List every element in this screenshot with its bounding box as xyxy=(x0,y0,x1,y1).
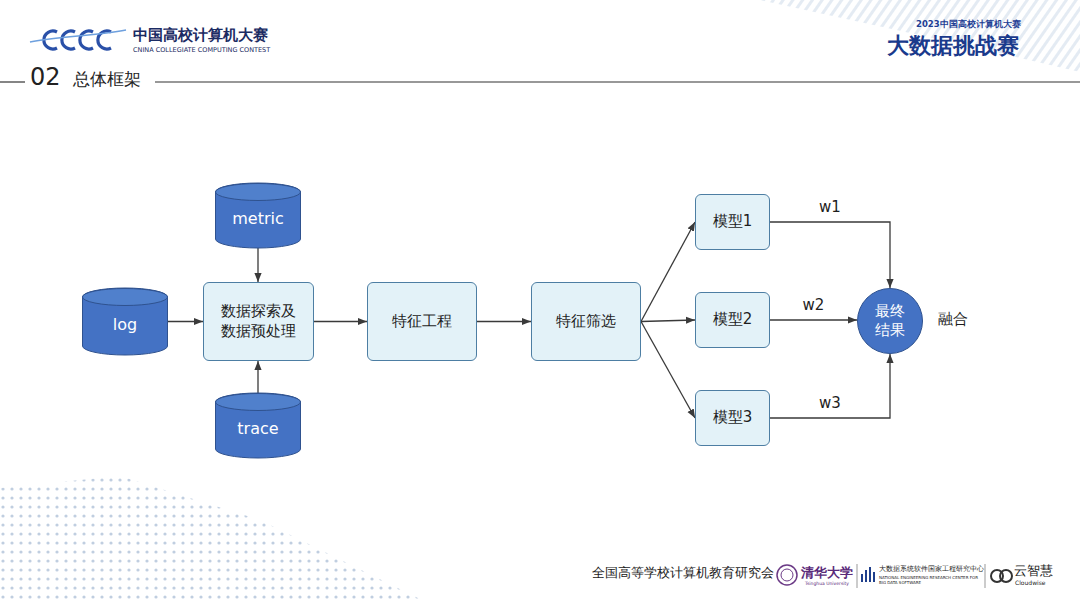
logo-arc xyxy=(62,31,75,49)
header-texture xyxy=(760,0,1080,72)
result-circle: 最终 结果 xyxy=(857,288,923,354)
cylinder-body xyxy=(216,183,301,248)
data-store: metric xyxy=(215,183,301,248)
cylinder-body xyxy=(83,288,168,355)
flow-arrow xyxy=(641,322,695,419)
header-rule xyxy=(0,81,25,82)
flow-arrow xyxy=(314,321,367,322)
node-text: 最终 结果 xyxy=(857,302,923,340)
center-name-en: NATIONAL ENGINEERING RESEARCH CENTER FOR… xyxy=(879,576,981,585)
result-circle-shape xyxy=(858,289,923,354)
icon-bar xyxy=(869,567,871,582)
fusion-label: 融合 xyxy=(938,311,968,328)
icon-ring xyxy=(1000,570,1012,582)
research-center-icon xyxy=(861,567,875,582)
data-store: log xyxy=(82,288,168,355)
footer-dot-texture xyxy=(0,476,430,604)
node-text: 特征工程 xyxy=(368,312,476,332)
model-box: 模型3 xyxy=(695,390,770,446)
university-name-en: Tsinghua University xyxy=(805,581,849,586)
event-title: 大数据挑战赛 xyxy=(887,33,1019,58)
process-box: 数据探索及 数据预处理 xyxy=(203,282,314,361)
data-store: trace xyxy=(215,393,301,458)
flow-arrow xyxy=(257,361,258,393)
flow-arrow xyxy=(770,222,890,288)
contest-name: 中国高校计算机大赛 xyxy=(133,27,268,44)
flow-arrow xyxy=(477,321,531,322)
model-box: 模型1 xyxy=(695,194,770,250)
cylinder-top xyxy=(216,184,301,201)
flow-arrow xyxy=(641,320,695,322)
cylinder-body xyxy=(216,393,301,458)
node-text: log xyxy=(82,307,168,336)
weight-label: w2 xyxy=(801,296,827,314)
company-name: 云智慧 xyxy=(1014,564,1053,579)
cloudwise-icon xyxy=(991,570,1012,582)
contest-logo xyxy=(30,30,126,49)
cylinder-top xyxy=(83,289,168,306)
icon-bar xyxy=(861,574,863,582)
flow-arrow xyxy=(641,222,695,322)
process-box: 特征筛选 xyxy=(531,282,641,361)
model-box: 模型2 xyxy=(695,292,770,348)
weight-label: w3 xyxy=(817,394,843,412)
event-name: 2023中国高校计算机大赛 xyxy=(916,20,1021,30)
company-name-en: Cloudwise xyxy=(1015,580,1046,587)
node-text: 数据探索及 数据预处理 xyxy=(204,302,313,341)
university-emblem xyxy=(777,565,797,585)
node-text: metric xyxy=(215,201,301,230)
node-text: 特征筛选 xyxy=(532,312,640,332)
flow-arrow xyxy=(770,319,857,320)
logo-swoosh xyxy=(30,30,126,42)
organizer-name: 全国高等学校计算机教育研究会 xyxy=(592,566,774,581)
node-text: 模型1 xyxy=(696,212,769,232)
header-rule xyxy=(155,81,1080,82)
icon-bar xyxy=(865,570,867,582)
flow-arrow xyxy=(257,248,258,282)
process-box: 特征工程 xyxy=(367,282,477,361)
logo-separator xyxy=(857,564,858,588)
contest-name-en: CNINA COLLEGIATE COMPUTING CONTEST xyxy=(133,47,270,54)
icon-bar xyxy=(873,572,875,582)
node-text: 模型2 xyxy=(696,310,769,330)
center-name: 大数据系统软件国家工程研究中心 xyxy=(879,566,984,573)
university-emblem xyxy=(781,569,793,581)
section-title: 总体框架 xyxy=(73,70,141,90)
node-text: 模型3 xyxy=(696,408,769,428)
logo-arc xyxy=(80,31,93,49)
weight-label: w1 xyxy=(817,198,843,216)
flow-arrow xyxy=(770,354,890,418)
university-name: 清华大学 xyxy=(801,566,853,581)
cylinder-top xyxy=(216,394,301,411)
node-text: trace xyxy=(215,411,301,440)
logo-separator xyxy=(985,564,986,588)
section-number: 02 xyxy=(30,64,61,92)
flow-arrow xyxy=(168,321,203,322)
